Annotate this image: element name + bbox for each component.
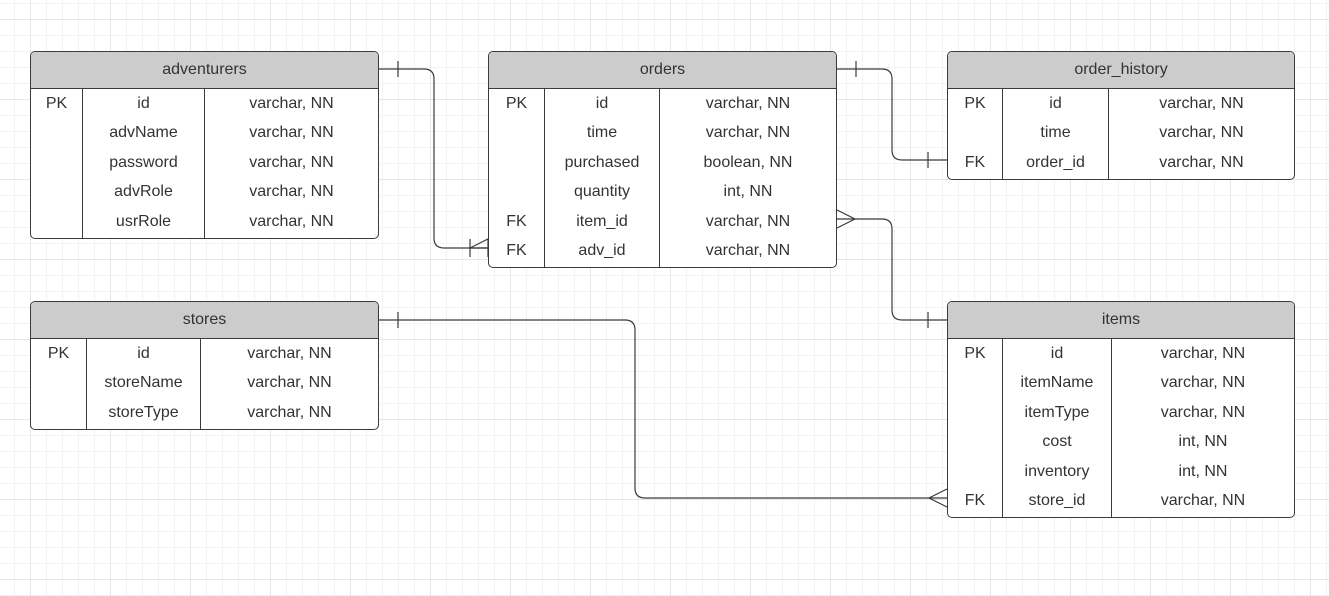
key-cell (489, 150, 544, 179)
field-type: varchar, NN (249, 95, 334, 112)
field-type: varchar, NN (249, 183, 334, 201)
key-cell (948, 370, 1002, 399)
field-type: int, NN (1178, 433, 1228, 451)
field-type: varchar, NN (705, 95, 791, 112)
field-name: id (595, 95, 609, 112)
field-name: order_id (1026, 153, 1085, 171)
key-cell (489, 179, 544, 208)
entity-orders[interactable]: orders PK FK FK id time purchased quanti… (488, 51, 837, 269)
field-type: varchar, NN (1160, 491, 1246, 509)
entity-stores[interactable]: stores PK id storeName storeType varchar… (30, 301, 379, 431)
field-type: varchar, NN (1160, 403, 1246, 421)
connector-adventurers-orders (379, 68, 488, 249)
key-cell (948, 400, 1002, 429)
field-name: id (137, 345, 150, 362)
field-type: varchar, NN (1160, 374, 1246, 392)
key-cell (31, 370, 86, 399)
key-cell: PK (964, 345, 986, 362)
field-type: varchar, NN (705, 124, 791, 142)
key-cell (31, 209, 82, 238)
key-cell: FK (506, 241, 527, 259)
entity-title: items (948, 302, 1294, 339)
entity-order-history[interactable]: order_history PK FK id time order_id var… (947, 51, 1295, 181)
field-name: time (586, 124, 618, 142)
connector-stores-items (379, 319, 947, 499)
entity-title: stores (31, 302, 378, 339)
connector-orders-items (837, 218, 947, 321)
field-name: id (1050, 345, 1064, 362)
field-type: varchar, NN (247, 403, 332, 421)
key-cell (31, 120, 82, 149)
entity-title: adventurers (31, 52, 378, 89)
field-type: varchar, NN (247, 345, 332, 362)
entity-title: order_history (948, 52, 1294, 89)
key-cell (489, 120, 544, 149)
field-name: quantity (573, 183, 631, 201)
field-type: varchar, NN (1159, 124, 1244, 142)
key-cell (948, 459, 1002, 488)
field-type: varchar, NN (1159, 95, 1244, 112)
key-cell (31, 150, 82, 179)
field-type: varchar, NN (705, 241, 791, 259)
field-type: boolean, NN (703, 153, 793, 171)
field-name: advName (109, 124, 178, 142)
field-type: varchar, NN (1159, 153, 1244, 171)
field-name: time (1040, 124, 1071, 142)
key-cell: FK (964, 491, 986, 509)
field-name: itemName (1020, 374, 1094, 392)
many-marker-orders-item (836, 209, 857, 229)
field-type: int, NN (723, 183, 773, 201)
connector-orders-order-history (837, 68, 947, 161)
key-cell (948, 120, 1002, 149)
key-cell: PK (964, 95, 986, 112)
field-type: varchar, NN (249, 153, 334, 171)
field-type: varchar, NN (1160, 345, 1246, 362)
key-cell (31, 179, 82, 208)
field-name: id (137, 95, 150, 112)
field-name: password (109, 153, 178, 171)
key-cell: PK (505, 95, 528, 112)
field-name: storeName (104, 374, 183, 392)
key-cell: PK (47, 345, 70, 362)
field-name: adv_id (578, 241, 626, 259)
field-name: itemType (1024, 403, 1090, 421)
field-type: varchar, NN (705, 212, 791, 230)
entity-items[interactable]: items PK FK id itemName itemType cost in… (947, 301, 1295, 519)
field-name: store_id (1028, 491, 1086, 509)
field-name: inventory (1024, 462, 1090, 480)
key-cell: FK (964, 153, 986, 171)
key-cell (31, 400, 86, 429)
key-cell: FK (506, 212, 527, 230)
field-type: int, NN (1178, 462, 1228, 480)
field-type: varchar, NN (247, 374, 332, 392)
field-name: usrRole (115, 212, 172, 230)
field-name: advRole (114, 183, 173, 201)
field-type: varchar, NN (249, 212, 334, 230)
field-name: purchased (564, 153, 640, 171)
entity-adventurers[interactable]: adventurers PK id advName password advRo… (30, 51, 379, 239)
field-name: item_id (576, 212, 628, 230)
many-marker-items-store (927, 488, 948, 508)
field-name: id (1049, 95, 1062, 112)
field-name: cost (1042, 433, 1072, 451)
field-type: varchar, NN (249, 124, 334, 142)
key-cell: PK (45, 95, 68, 112)
entity-title: orders (489, 52, 836, 89)
key-cell (948, 429, 1002, 458)
field-name: storeType (108, 403, 179, 421)
